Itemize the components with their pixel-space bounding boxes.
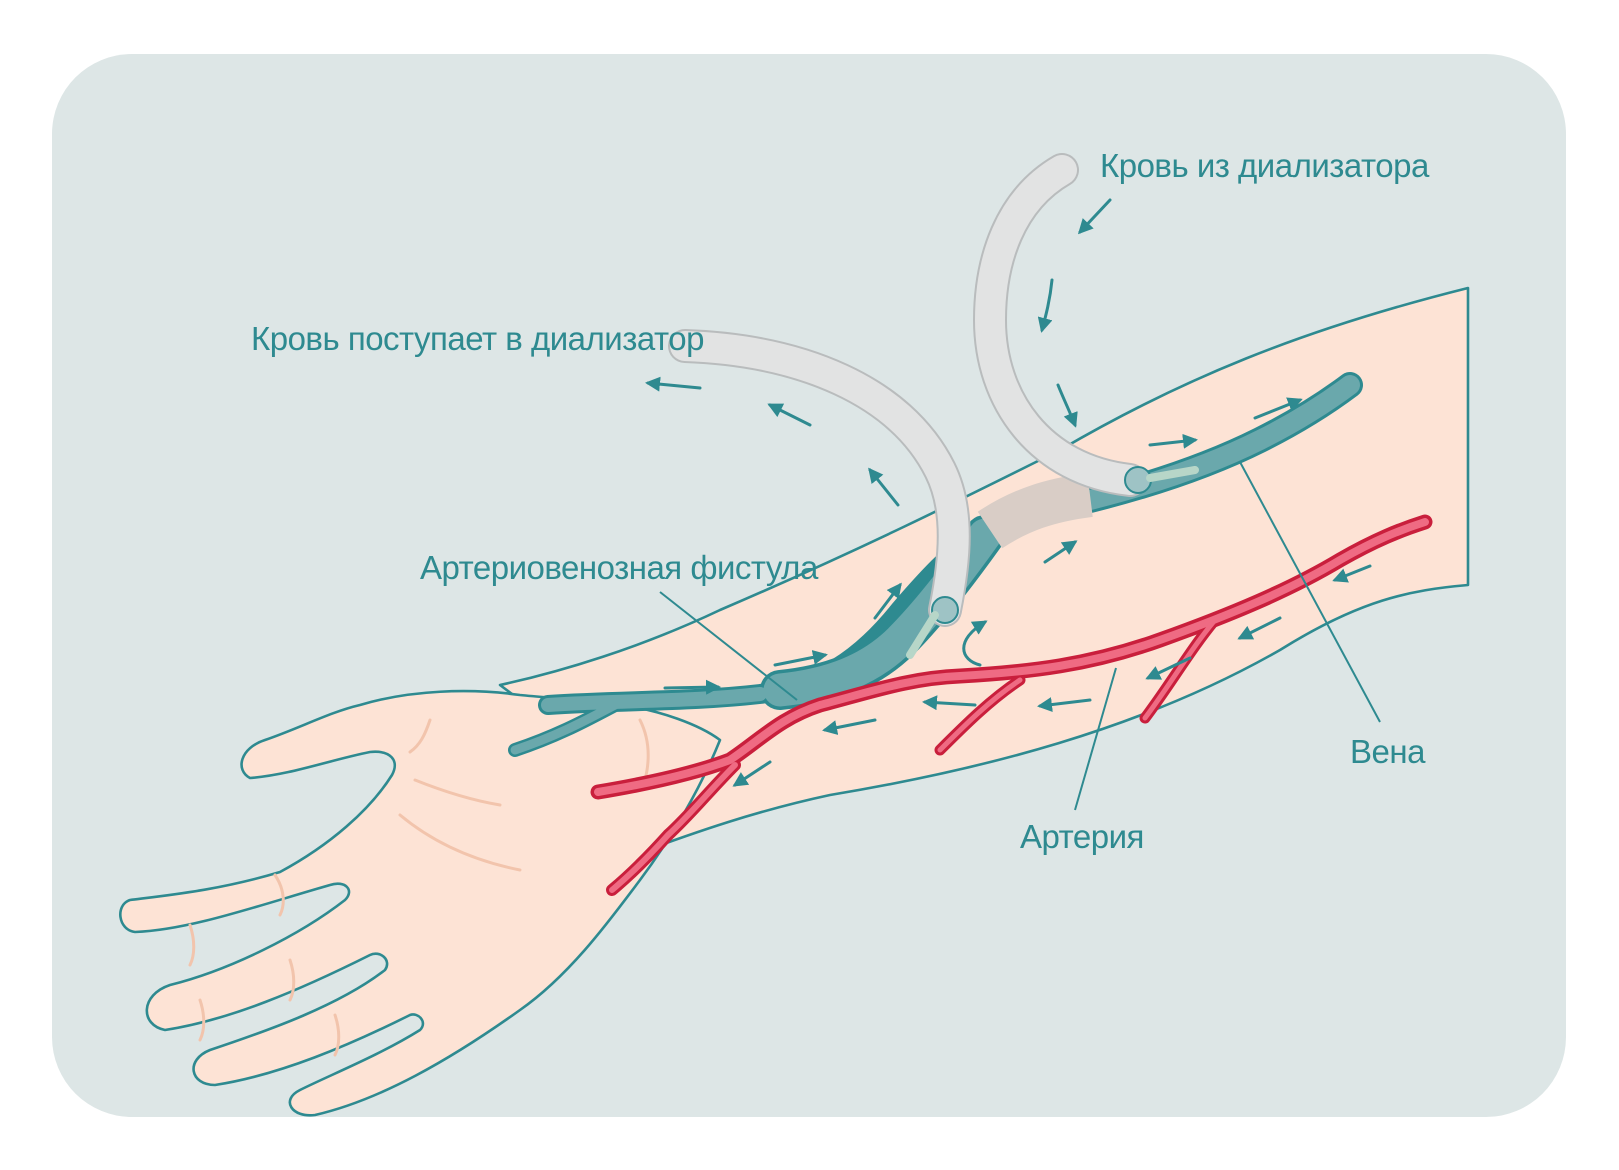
flow-arrow-icon — [873, 582, 902, 620]
flow-arrow-icon — [1253, 397, 1303, 420]
artery — [590, 514, 1433, 896]
label-av-fistula: Артериовенозная фистула — [420, 549, 819, 586]
hand-creases — [188, 718, 650, 1057]
label-blood-from-dialyzer: Кровь из диализатора — [1100, 147, 1430, 184]
flow-arrow-icon — [868, 467, 900, 507]
flow-arrow-icon — [773, 649, 828, 667]
label-vein: Вена — [1350, 733, 1426, 770]
leader-artery — [1074, 667, 1117, 811]
tube-from-dialyzer — [972, 153, 1199, 497]
flow-arrow-icon — [732, 760, 772, 787]
flow-arrow-icon — [822, 718, 877, 736]
flow-arrow-icon — [1332, 564, 1372, 583]
leader-vein — [1239, 461, 1381, 723]
flow-arrow-icon — [767, 403, 812, 427]
flow-arrow-icon — [1037, 697, 1092, 713]
flow-arrow-icon — [1145, 656, 1192, 680]
flow-arrow-icon — [1148, 433, 1198, 449]
flow-arrow-icon — [1077, 198, 1112, 235]
flow-arrows — [645, 198, 1372, 787]
flow-arrow-icon — [962, 620, 988, 667]
tube-to-dialyzer — [668, 329, 971, 659]
flow-arrow-icon — [1043, 540, 1078, 564]
label-blood-to-dialyzer: Кровь поступает в диализатор — [251, 320, 704, 357]
flow-arrow-icon — [645, 376, 702, 392]
label-artery: Артерия — [1020, 818, 1144, 855]
leader-av-fistula — [659, 591, 798, 701]
hand — [119, 689, 722, 1117]
flow-arrow-icon — [1237, 616, 1282, 640]
leader-lines — [659, 461, 1381, 811]
flow-arrow-icon — [663, 679, 721, 695]
flow-arrow-icon — [1056, 383, 1078, 428]
flow-arrow-icon — [1037, 278, 1054, 333]
flow-arrow-icon — [922, 695, 977, 711]
